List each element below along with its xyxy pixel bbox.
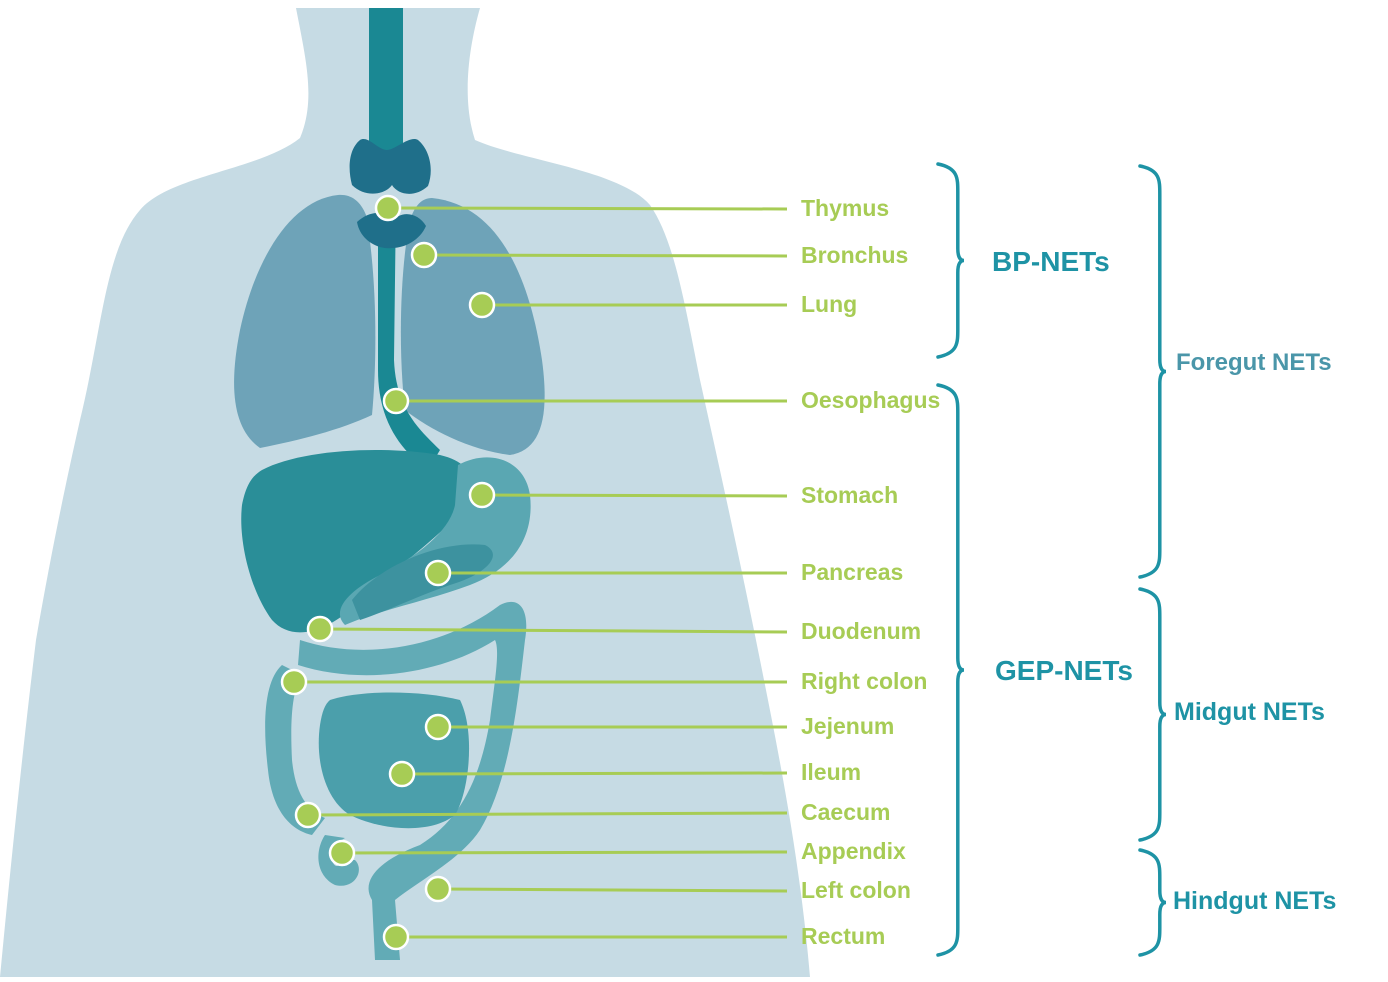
leader-line-caecum [308,813,787,815]
marker-bronchus [412,243,436,267]
leader-line-ileum [402,773,787,774]
brace-midgut-nets [1140,589,1166,840]
group-label-midgut-nets: Midgut NETs [1174,700,1325,725]
marker-thymus [376,196,400,220]
leader-line-appendix [342,852,787,853]
brace-gep-nets [938,385,964,955]
label-bronchus: Bronchus [801,244,908,267]
label-duodenum: Duodenum [801,620,921,643]
group-label-hindgut-nets: Hindgut NETs [1173,889,1336,914]
label-right-colon: Right colon [801,670,927,693]
brace-foregut-nets [1140,166,1166,577]
marker-duodenum [308,617,332,641]
label-pancreas: Pancreas [801,561,903,584]
label-oesophagus: Oesophagus [801,389,940,412]
label-appendix: Appendix [801,840,906,863]
label-left-colon: Left colon [801,879,911,902]
label-jejenum: Jejenum [801,715,894,738]
leader-line-bronchus [424,255,787,256]
marker-right-colon [282,670,306,694]
label-caecum: Caecum [801,801,890,824]
grouping-brackets [938,164,1166,955]
group-label-foregut-nets: Foregut NETs [1176,351,1332,375]
label-rectum: Rectum [801,925,885,948]
marker-ileum [390,762,414,786]
marker-appendix [330,841,354,865]
marker-caecum [296,803,320,827]
group-label-gep-nets: GEP-NETs [995,657,1133,685]
leader-line-thymus [388,208,787,209]
leader-line-stomach [482,495,787,496]
small-intestine [319,693,469,829]
marker-pancreas [426,561,450,585]
marker-lung [470,293,494,317]
label-ileum: Ileum [801,761,861,784]
label-thymus: Thymus [801,197,889,220]
marker-jejenum [426,715,450,739]
label-stomach: Stomach [801,484,898,507]
brace-bp-nets [938,164,964,357]
label-lung: Lung [801,293,857,316]
marker-left-colon [426,877,450,901]
marker-stomach [470,483,494,507]
marker-oesophagus [384,389,408,413]
leader-line-left-colon [438,889,787,891]
marker-rectum [384,925,408,949]
group-label-bp-nets: BP-NETs [992,248,1110,276]
brace-hindgut-nets [1140,850,1166,955]
